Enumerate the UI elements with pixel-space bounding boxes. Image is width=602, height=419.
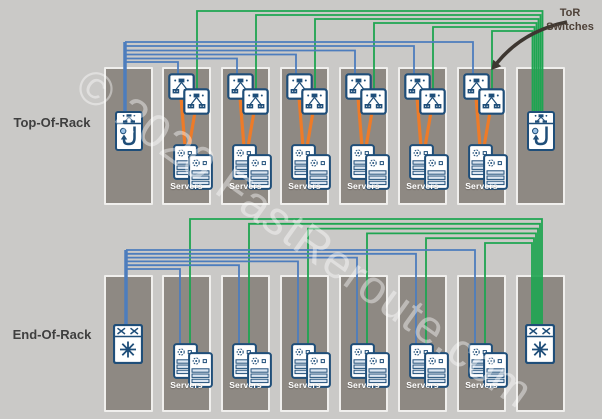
tor-switch-icon — [478, 88, 505, 115]
tor-switch-icon — [183, 88, 210, 115]
server-icon — [483, 154, 508, 190]
server-icon — [306, 154, 331, 190]
server-icon — [306, 352, 331, 388]
server-icon — [247, 352, 272, 388]
tor-switch-icon — [419, 88, 446, 115]
servers-label: Servers — [229, 181, 262, 191]
servers-label: Servers — [465, 181, 498, 191]
server-icon — [247, 154, 272, 190]
servers-label: Servers — [406, 380, 439, 390]
server-icon — [188, 154, 213, 190]
aggregation-switch-icon — [527, 111, 555, 151]
servers-label: Servers — [288, 380, 321, 390]
eor-switch-icon — [524, 323, 556, 365]
servers-label: Servers — [229, 380, 262, 390]
top-of-rack-label: Top-Of-Rack — [13, 115, 91, 130]
server-icon — [188, 352, 213, 388]
tor-switches-callout: ToR Switches — [541, 6, 599, 35]
end-of-rack-label: End-Of-Rack — [12, 327, 92, 342]
servers-label: Servers — [465, 380, 498, 390]
server-icon — [365, 154, 390, 190]
aggregation-switch-icon — [115, 111, 143, 151]
eor-switch-icon — [112, 323, 144, 365]
callout-line-1: ToR — [559, 7, 581, 19]
servers-label: Servers — [288, 181, 321, 191]
tor-switch-icon — [301, 88, 328, 115]
server-icon — [424, 154, 449, 190]
tor-switch-icon — [360, 88, 387, 115]
server-icon — [365, 352, 390, 388]
servers-label: Servers — [170, 181, 203, 191]
servers-label: Servers — [347, 380, 380, 390]
servers-label: Servers — [170, 380, 203, 390]
server-icon — [483, 352, 508, 388]
server-icon — [424, 352, 449, 388]
callout-line-2: Switches — [546, 21, 594, 34]
servers-label: Servers — [347, 181, 380, 191]
tor-switch-icon — [242, 88, 269, 115]
servers-label: Servers — [406, 181, 439, 191]
